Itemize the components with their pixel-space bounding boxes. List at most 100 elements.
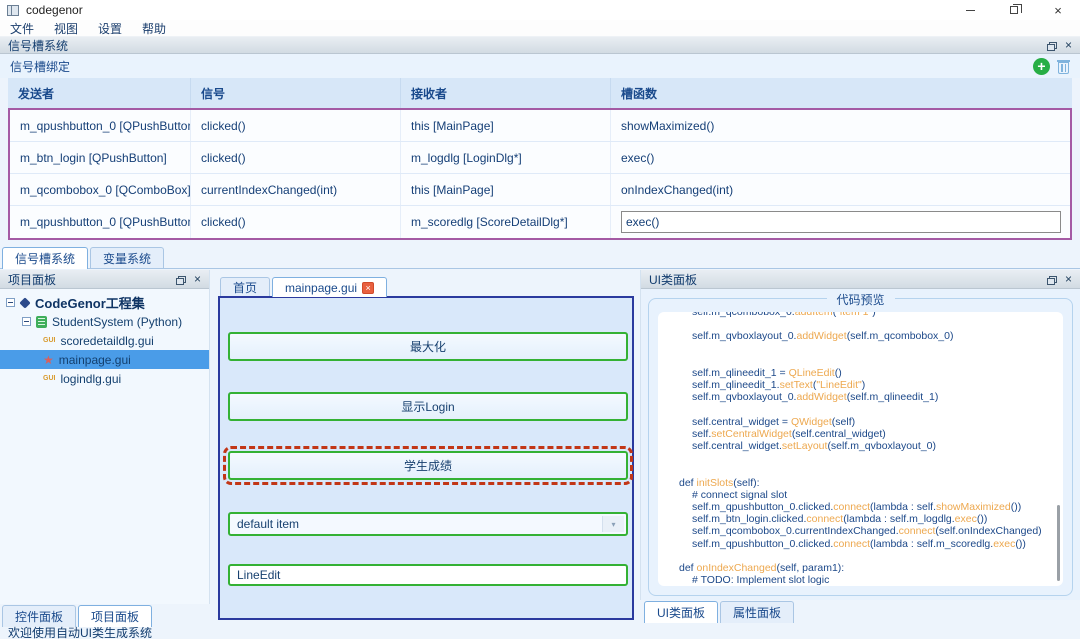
code-line <box>658 550 1063 562</box>
code-token: self.m_qvboxlayout_0. <box>692 330 797 343</box>
slot-edit-input[interactable] <box>621 211 1062 233</box>
table-cell[interactable]: onIndexChanged(int) <box>621 182 734 197</box>
menu-item-2[interactable]: 视图 <box>54 21 79 36</box>
table-row[interactable]: m_qpushbutton_0 [QPushButton]clicked()th… <box>10 110 1070 142</box>
panel-close-icon[interactable]: × <box>193 272 201 286</box>
tree-item-mainpage-gui[interactable]: ★mainpage.gui <box>0 350 209 369</box>
code-token: ()) <box>976 513 988 526</box>
table-cell[interactable]: clicked() <box>191 142 401 173</box>
code-line <box>658 343 1063 355</box>
table-cell[interactable]: currentIndexChanged(int) <box>191 174 401 205</box>
add-binding-button[interactable]: + <box>1033 57 1050 75</box>
tree-item-studentsystem-python-[interactable]: StudentSystem (Python) <box>0 312 209 331</box>
signal-panel-title: 信号槽系统 <box>8 38 69 53</box>
close-button[interactable]: × <box>1036 0 1080 20</box>
dock-tab-label: 变量系统 <box>103 252 152 266</box>
table-cell[interactable]: clicked() <box>191 110 401 141</box>
gui-icon: GUI <box>43 337 56 344</box>
ui-class-panel-header: UI类面板 × <box>641 270 1080 289</box>
code-token: self.m_qpushbutton_0.clicked. <box>692 537 834 550</box>
left-bottom-tab-1[interactable]: 控件面板 <box>2 605 77 627</box>
panel-close-icon[interactable]: × <box>1064 38 1072 52</box>
code-line: self.m_qcombobox_0.addItem("item 1") <box>658 312 1063 318</box>
minimize-icon <box>965 9 975 11</box>
table-cell[interactable]: m_qcombobox_0 [QComboBox] <box>10 174 191 205</box>
code-token: def <box>679 561 697 574</box>
left-bottom-tab-label: 项目面板 <box>91 610 140 624</box>
table-body: m_qpushbutton_0 [QPushButton]clicked()th… <box>8 108 1072 240</box>
menu-item-4[interactable]: 帮助 <box>142 21 167 36</box>
code-token: setLayout <box>781 440 828 453</box>
restore-icon <box>1010 4 1022 14</box>
code-token: (self.central_widget) <box>791 427 886 440</box>
close-icon: × <box>1054 2 1062 18</box>
button-widget-3[interactable]: 学生成绩 <box>223 446 633 485</box>
left-bottom-tab-2[interactable]: 项目面板 <box>78 605 153 627</box>
code-token: showMaximized <box>936 501 1011 513</box>
project-icon <box>19 296 31 309</box>
panel-float-icon[interactable] <box>1046 275 1057 285</box>
combo-widget-4[interactable]: default item ▾ <box>228 512 628 536</box>
tree-expander-icon[interactable] <box>6 298 15 307</box>
right-bottom-tab-label: 属性面板 <box>733 606 782 620</box>
combo-arrow-icon[interactable]: ▾ <box>602 516 624 532</box>
tab-close-icon[interactable]: × <box>362 281 375 294</box>
table-cell[interactable]: showMaximized() <box>621 118 715 133</box>
table-cell[interactable]: clicked() <box>191 206 401 238</box>
panel-float-icon[interactable] <box>175 275 186 285</box>
right-bottom-tabbar: UI类面板属性面板 <box>644 600 796 623</box>
button-widget-1[interactable]: 最大化 <box>228 332 628 361</box>
panel-close-icon[interactable]: × <box>1064 272 1072 286</box>
tree-expander-icon[interactable] <box>22 317 31 326</box>
menu-item-3[interactable]: 设置 <box>98 21 123 36</box>
table-cell[interactable]: exec() <box>621 150 655 165</box>
delete-binding-button[interactable] <box>1057 59 1070 74</box>
restore-button[interactable] <box>992 0 1036 20</box>
table-cell[interactable]: m_scoredlg [ScoreDetailDlg*] <box>401 206 611 238</box>
tree-item-label: logindlg.gui <box>60 371 122 386</box>
form-designer-canvas[interactable]: 最大化显示Login 学生成绩 default item ▾ LineEdit <box>218 296 634 620</box>
code-token: () <box>834 366 842 379</box>
table-cell[interactable]: m_logdlg [LoginDlg*] <box>401 142 611 173</box>
dock-tab-2[interactable]: 变量系统 <box>90 247 165 269</box>
code-token: (self.m_qvboxlayout_0) <box>827 440 936 453</box>
dock-tab-1[interactable]: 信号槽系统 <box>2 247 89 269</box>
table-row[interactable]: m_qpushbutton_0 [QPushButton]clicked()m_… <box>10 206 1070 238</box>
tree-item-label: StudentSystem (Python) <box>52 314 183 329</box>
code-token: self. <box>692 427 712 440</box>
code-line: self.m_qcombobox_0.currentIndexChanged.c… <box>658 525 1063 537</box>
table-cell[interactable] <box>611 206 1070 238</box>
table-row[interactable]: m_btn_login [QPushButton]clicked()m_logd… <box>10 142 1070 174</box>
signal-slot-table: 发送者信号接收者槽函数 m_qpushbutton_0 [QPushButton… <box>8 78 1072 240</box>
code-line <box>658 452 1063 464</box>
ui-class-panel: UI类面板 × 代码预览 self.m_qcombobox_0.addItem(… <box>640 270 1080 600</box>
table-row[interactable]: m_qcombobox_0 [QComboBox]currentIndexCha… <box>10 174 1070 206</box>
widget-label: 显示Login <box>401 400 455 414</box>
panel-float-icon[interactable] <box>1046 41 1057 51</box>
table-cell[interactable]: m_qpushbutton_0 [QPushButton] <box>10 110 191 141</box>
menu-item-1[interactable]: 文件 <box>10 21 35 36</box>
tree-item-logindlg-gui[interactable]: GUI logindlg.gui <box>0 369 209 388</box>
table-cell[interactable]: m_btn_login [QPushButton] <box>10 142 191 173</box>
button-widget-2[interactable]: 显示Login <box>228 392 628 421</box>
editor-tab-1[interactable]: 首页 <box>220 277 271 297</box>
widget-label: default item <box>237 517 300 531</box>
menubar: 文件 视图 设置 帮助 <box>0 20 1080 37</box>
tree-item-codegenor-[interactable]: CodeGenor工程集 <box>0 293 209 312</box>
lineedit-widget-5[interactable]: LineEdit <box>228 564 628 586</box>
editor-tab-2[interactable]: mainpage.gui× <box>272 277 388 297</box>
minimize-button[interactable] <box>948 0 992 20</box>
code-token: ()) <box>1015 537 1026 550</box>
table-cell[interactable]: m_qpushbutton_0 [QPushButton] <box>10 206 191 238</box>
table-cell[interactable]: this [MainPage] <box>401 174 611 205</box>
code-line: self.m_btn_login.clicked.connect(lambda … <box>658 513 1063 525</box>
table-col-header: 接收者 <box>401 78 611 108</box>
code-token: (lambda : self.m_logdlg. <box>843 513 955 526</box>
code-scrollbar-thumb[interactable] <box>1057 505 1060 581</box>
right-bottom-tab-2[interactable]: 属性面板 <box>720 601 795 623</box>
table-cell[interactable]: this [MainPage] <box>401 110 611 141</box>
project-panel-title: 项目面板 <box>8 272 57 287</box>
right-bottom-tab-1[interactable]: UI类面板 <box>644 601 719 623</box>
gui-icon: GUI <box>43 375 56 382</box>
